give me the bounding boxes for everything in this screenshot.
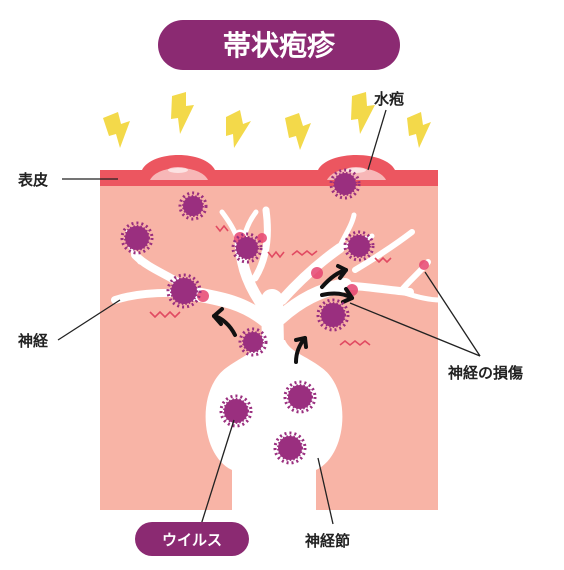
- title-text: 帯状疱疹: [223, 29, 336, 62]
- blister-left: [150, 168, 208, 180]
- blister-label: 水疱: [374, 90, 404, 108]
- lightning-icon: [351, 92, 375, 134]
- virus-icon: [320, 302, 346, 328]
- virus-icon: [277, 435, 303, 461]
- virus-pill: ウイルス: [135, 522, 249, 556]
- virus-icon: [223, 398, 249, 424]
- virus-spikes: [120, 168, 375, 465]
- virus-icon: [170, 277, 198, 305]
- lightning-icon: [285, 113, 311, 150]
- viruses: [124, 172, 371, 461]
- lightning-icon: [103, 112, 130, 148]
- nerve-damage-label: 神経の損傷: [448, 364, 523, 382]
- damage-mark: [257, 233, 267, 243]
- arrows: [212, 264, 354, 364]
- ganglion: [205, 340, 343, 510]
- damage-mark: [419, 260, 429, 270]
- virus-icon: [287, 384, 313, 410]
- lightning-icon: [171, 92, 194, 134]
- title-pill: 帯状疱疹: [158, 20, 400, 70]
- virus-icon: [235, 236, 259, 260]
- virus-icon: [347, 234, 371, 258]
- ganglion-label: 神経節: [305, 532, 350, 550]
- epidermis-layer: [100, 155, 438, 186]
- virus-icon: [182, 195, 204, 217]
- damage-mark: [311, 267, 323, 279]
- nerve-structure: [205, 340, 343, 510]
- lightning-icon: [407, 112, 431, 148]
- damage-mark: [197, 290, 209, 302]
- pain-squiggles: [149, 224, 392, 347]
- lightning-group: [103, 92, 431, 150]
- leader-lines: [57, 109, 481, 529]
- lightning-icon: [226, 110, 251, 148]
- virus-icon: [333, 172, 357, 196]
- virus-icon: [124, 225, 150, 251]
- epidermis-label: 表皮: [18, 171, 48, 189]
- virus-icon: [242, 331, 264, 353]
- virus-label: ウイルス: [162, 531, 222, 549]
- nerve-label: 神経: [18, 332, 49, 350]
